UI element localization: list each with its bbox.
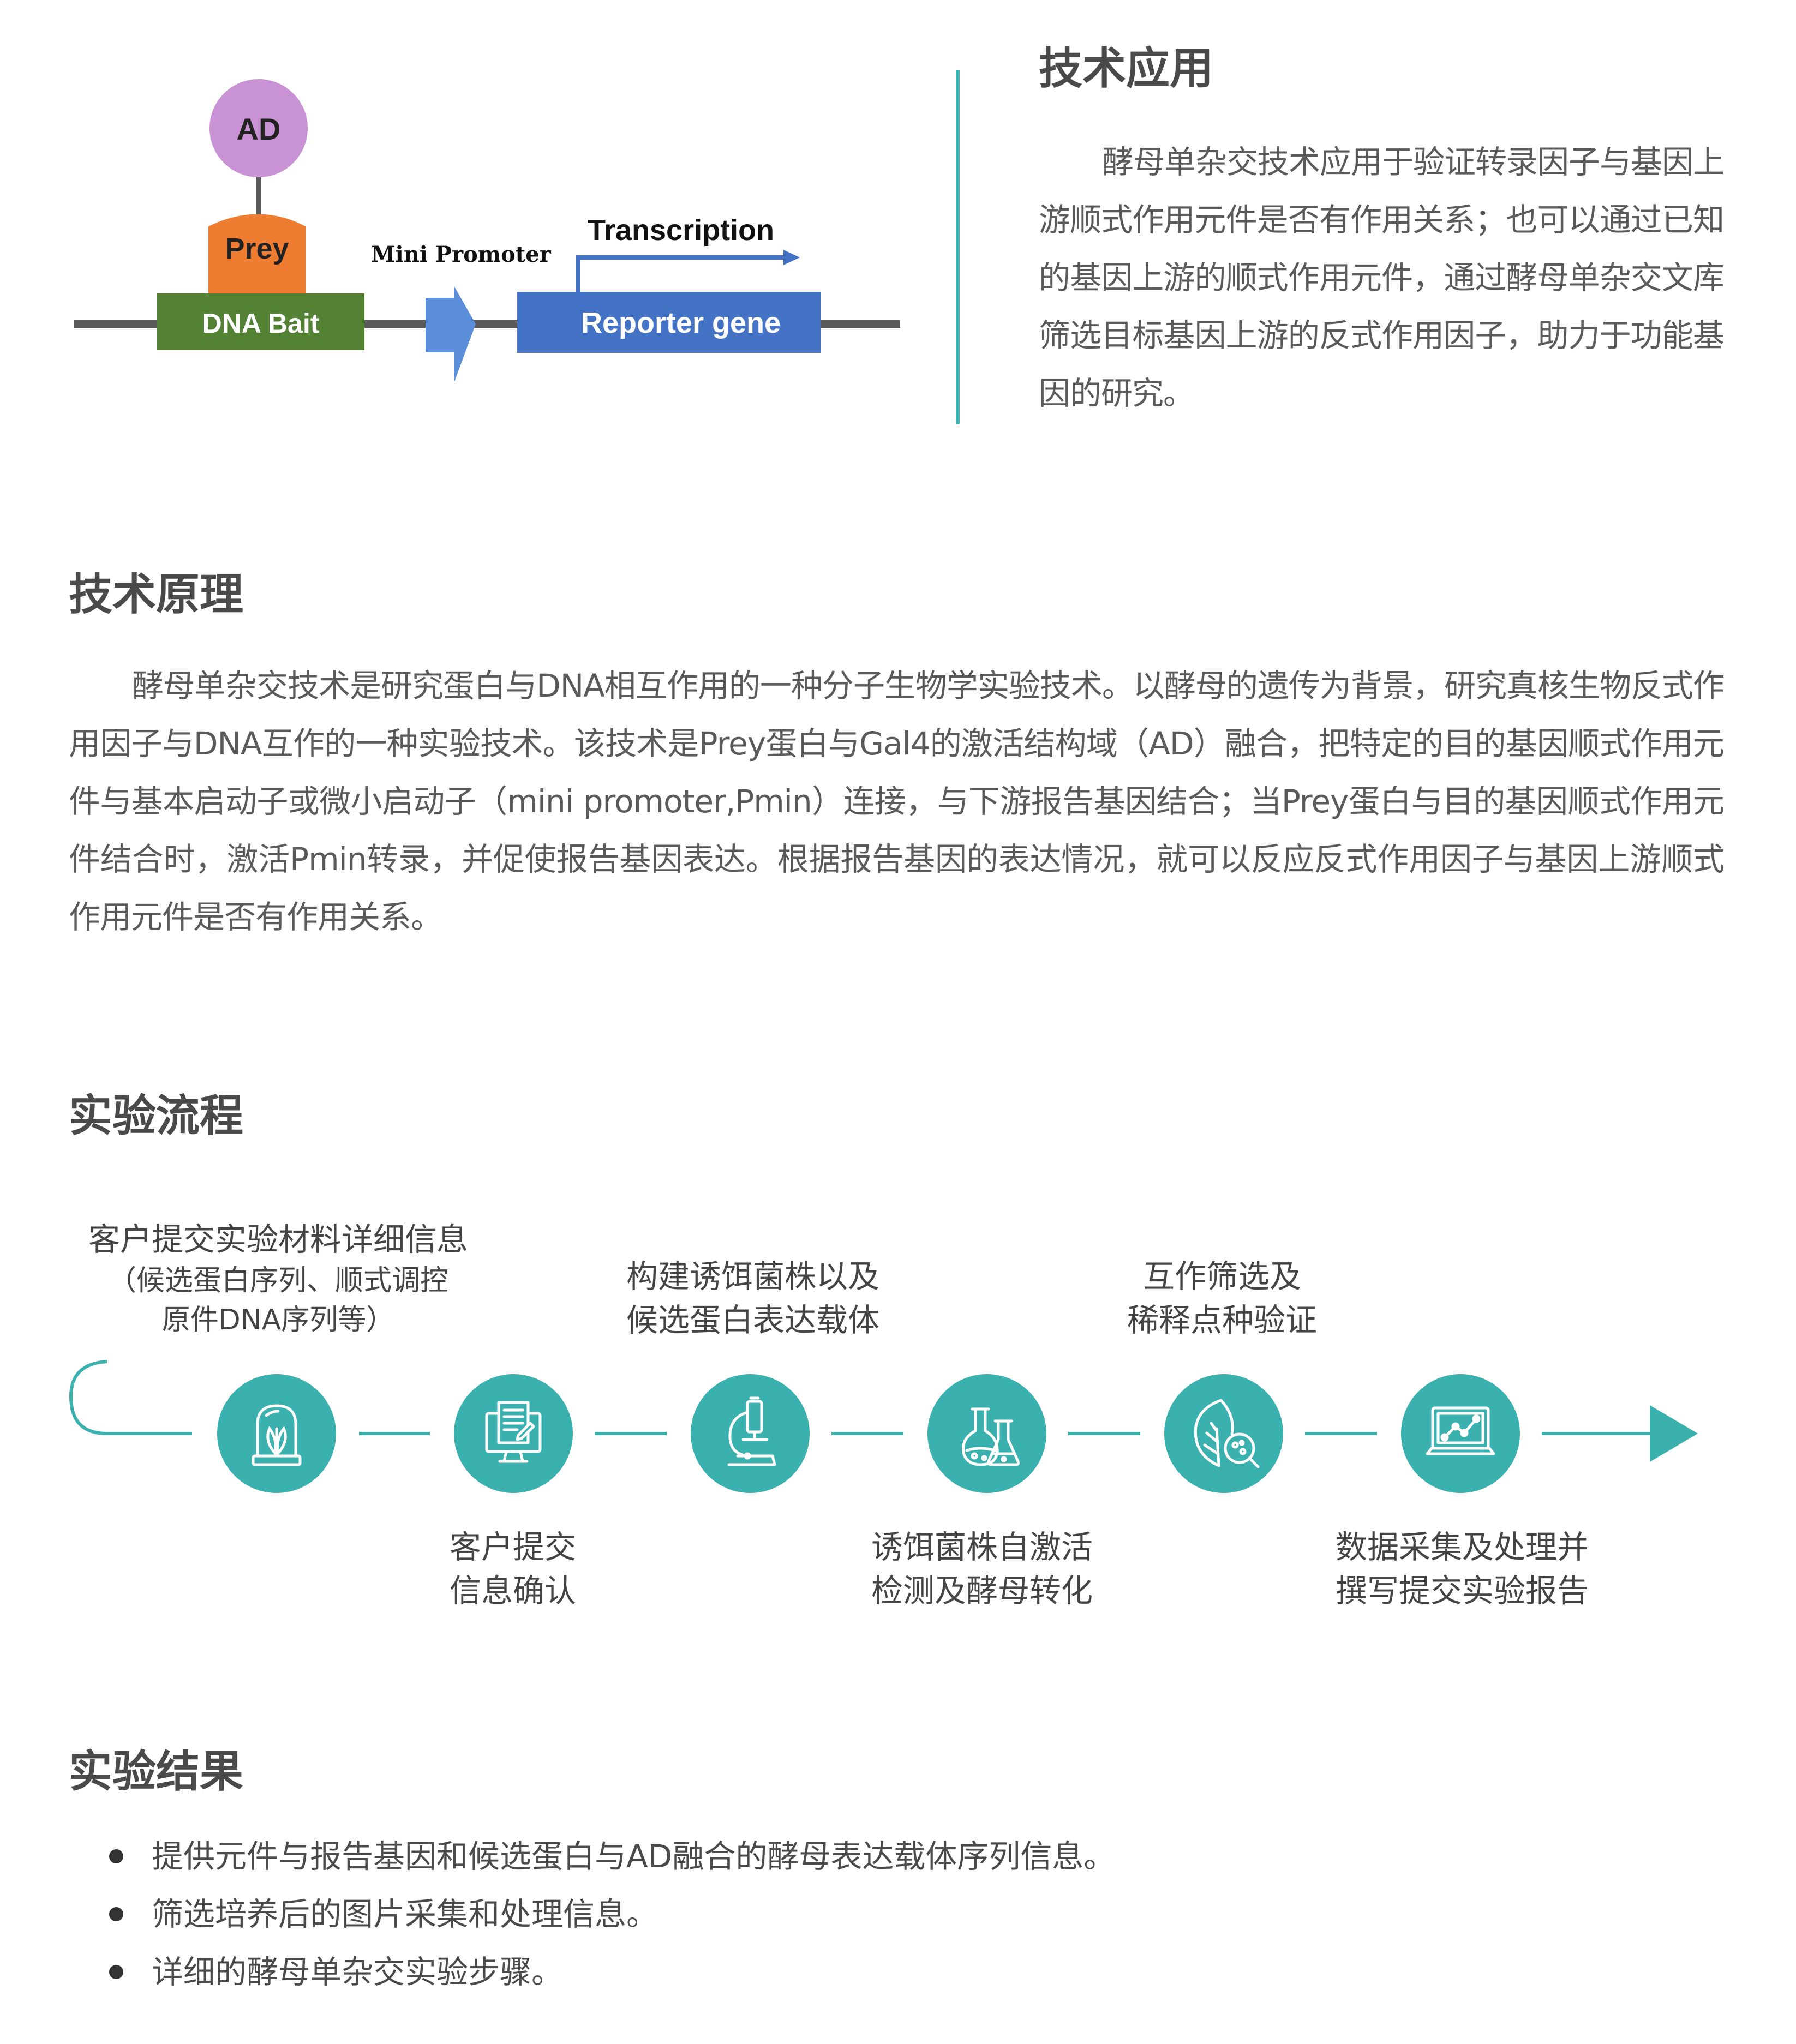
section-divider-line	[956, 70, 960, 424]
principle-section-title: 技术原理	[69, 569, 243, 620]
flow-start-curve	[69, 1360, 192, 1435]
dna-bait-box	[157, 293, 364, 350]
process-flow-line	[69, 1360, 1698, 1462]
step-6-label-line1: 数据采集及处理并	[1335, 1528, 1589, 1566]
prey-label: Prey	[225, 232, 289, 265]
document-monitor-icon	[485, 1401, 542, 1463]
step-3-label-line2: 候选蛋白表达载体	[626, 1302, 879, 1339]
bullet-dot	[109, 1965, 123, 1979]
step-2-circle	[454, 1374, 573, 1493]
plant-dome-icon	[252, 1404, 302, 1466]
step-5-label-line1: 互作筛选及	[1142, 1258, 1301, 1295]
step-1-label-line3: 原件DNA序列等）	[161, 1304, 395, 1336]
ad-circle	[209, 79, 308, 177]
step-3-label-line1: 构建诱饵菌株以及	[626, 1258, 879, 1295]
list-item: 筛选培养后的图片采集和处理信息。	[109, 1885, 1115, 1943]
step-2-label: 客户提交 信息确认	[382, 1525, 644, 1613]
flask-icon	[961, 1407, 1020, 1466]
reporter-gene-box	[517, 292, 821, 353]
step-6-label-line2: 撰写提交实验报告	[1335, 1572, 1589, 1609]
principle-section-text: 酵母单杂交技术是研究蛋白与DNA相互作用的一种分子生物学实验技术。以酵母的遗传为…	[69, 667, 1725, 936]
microscope-icon	[727, 1396, 776, 1466]
list-item: 提供元件与报告基因和候选蛋白与AD融合的酵母表达载体序列信息。	[109, 1827, 1115, 1885]
step-1-label-line1: 客户提交实验材料详细信息	[88, 1221, 468, 1258]
leaf-magnifier-icon	[1194, 1399, 1260, 1468]
step-5-label: 互作筛选及 稀释点种验证	[1069, 1255, 1375, 1342]
step-6-circle	[1401, 1374, 1520, 1493]
step-5-circle	[1164, 1374, 1283, 1493]
chart-monitor-icon	[1426, 1406, 1495, 1455]
list-item-text: 详细的酵母单杂交实验步骤。	[152, 1953, 564, 1991]
bullet-dot	[109, 1849, 123, 1863]
list-item-text: 筛选培养后的图片采集和处理信息。	[152, 1896, 658, 1933]
prey-shape	[208, 214, 306, 295]
flow-end-arrow	[1650, 1405, 1698, 1462]
step-1-label-line2: （候选蛋白序列、顺式调控	[107, 1264, 448, 1297]
step-4-label-line2: 检测及酵母转化	[871, 1572, 1093, 1609]
step-1-label: 客户提交实验材料详细信息 （候选蛋白序列、顺式调控 原件DNA序列等）	[71, 1218, 486, 1340]
step-2-label-line1: 客户提交	[449, 1528, 576, 1566]
transcription-arrow-head	[783, 250, 800, 265]
step-5-label-line2: 稀释点种验证	[1127, 1302, 1317, 1339]
step-3-label: 构建诱饵菌株以及 候选蛋白表达载体	[589, 1255, 917, 1342]
step-4-label-line1: 诱饵菌株自激活	[871, 1528, 1093, 1566]
dna-bait-label: DNA Bait	[202, 308, 320, 339]
step-1-circle	[217, 1374, 336, 1493]
mini-promoter-arrow	[426, 286, 476, 383]
reporter-gene-label: Reporter gene	[581, 307, 781, 339]
list-item-text: 提供元件与报告基因和候选蛋白与AD融合的酵母表达载体序列信息。	[152, 1838, 1116, 1875]
step-4-circle	[927, 1374, 1046, 1493]
apply-section-title: 技术应用	[1039, 43, 1213, 94]
bullet-dot	[109, 1907, 123, 1921]
list-item: 详细的酵母单杂交实验步骤。	[109, 1943, 1115, 2001]
transcription-arrow	[576, 255, 785, 292]
yeast-one-hybrid-diagram: AD Prey DNA Bait Mini Promoter Reporter …	[74, 79, 900, 383]
mini-promoter-label: Mini Promoter	[371, 242, 551, 267]
step-4-label: 诱饵菌株自激活 检测及酵母转化	[829, 1525, 1135, 1613]
step-3-circle	[691, 1374, 810, 1493]
process-section-title: 实验流程	[69, 1090, 243, 1141]
ad-label: AD	[237, 112, 281, 146]
step-2-label-line2: 信息确认	[449, 1572, 576, 1609]
transcription-label: Transcription	[588, 214, 774, 247]
apply-section-text: 酵母单杂交技术应用于验证转录因子与基因上游顺式作用元件是否有作用关系；也可以通过…	[1039, 143, 1725, 412]
results-section-title: 实验结果	[69, 1746, 243, 1797]
results-list: 提供元件与报告基因和候选蛋白与AD融合的酵母表达载体序列信息。 筛选培养后的图片…	[109, 1827, 1115, 2001]
step-6-label: 数据采集及处理并 撰写提交实验报告	[1298, 1525, 1626, 1613]
